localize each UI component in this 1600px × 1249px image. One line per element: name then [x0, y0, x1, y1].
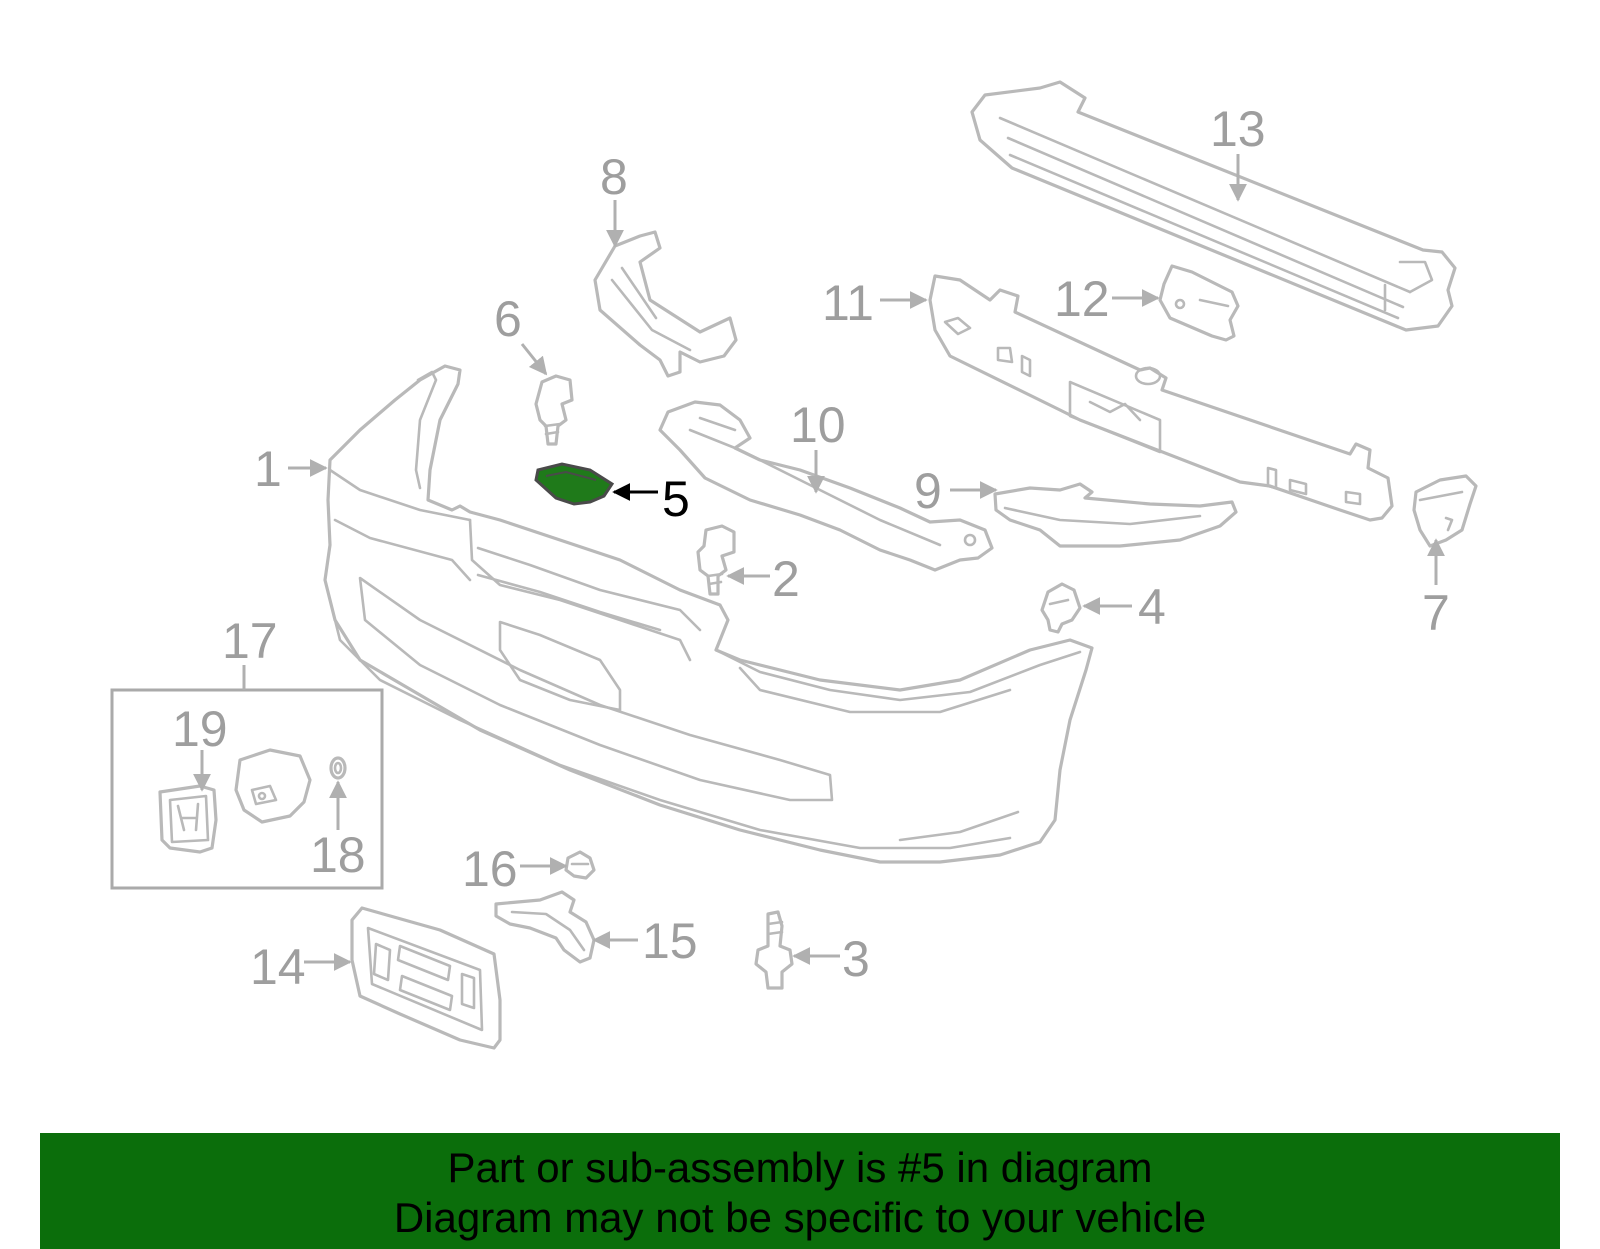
part-8-bracket[interactable]: [593, 230, 738, 378]
part-17-emblem-group[interactable]: [110, 665, 384, 890]
callout-4: 4: [1138, 579, 1166, 635]
part-2-bolt[interactable]: [696, 524, 736, 596]
callout-11: 11: [822, 275, 874, 331]
callout-8: 8: [600, 149, 628, 205]
leader-6: [520, 343, 548, 376]
callout-9: 9: [914, 463, 942, 519]
callout-labels: 1 2 3 4 5 6 7 8 9 10 11 12 13 14 15 16 1…: [172, 101, 1450, 995]
banner-line-1: Part or sub-assembly is #5 in diagram: [447, 1144, 1153, 1191]
callout-14: 14: [250, 939, 306, 995]
part-5-highlighted[interactable]: [534, 462, 615, 506]
part-19-base[interactable]: [234, 748, 312, 824]
callout-19: 19: [172, 701, 228, 757]
part-18-washer[interactable]: [329, 756, 347, 780]
part-1-bumper-cover[interactable]: [323, 364, 1094, 864]
callout-17: 17: [222, 613, 278, 669]
leader-arrows: [193, 154, 1445, 971]
part-11-absorber[interactable]: [928, 274, 1394, 522]
banner-line-2: Diagram may not be specific to your vehi…: [393, 1194, 1207, 1241]
part-19-emblem[interactable]: [158, 784, 218, 854]
callout-6: 6: [494, 291, 522, 347]
part-3-bolt[interactable]: [754, 910, 794, 990]
info-banner: Part or sub-assembly is #5 in diagram Di…: [40, 1133, 1560, 1249]
callout-18: 18: [310, 827, 366, 883]
part-9-trim[interactable]: [993, 482, 1238, 548]
part-14-license-bracket[interactable]: [350, 906, 502, 1050]
part-10-spacer[interactable]: [658, 400, 994, 572]
part-7-bracket[interactable]: [1412, 474, 1478, 548]
callout-10: 10: [790, 397, 846, 453]
callout-13: 13: [1210, 101, 1266, 157]
callout-2: 2: [772, 551, 800, 607]
part-12-bracket[interactable]: [1158, 264, 1240, 342]
callout-5: 5: [662, 471, 690, 527]
part-15-bracket[interactable]: [494, 890, 596, 964]
part-6-bolt[interactable]: [534, 374, 574, 446]
part-13-reinforcement[interactable]: [970, 80, 1457, 332]
callout-12: 12: [1054, 271, 1110, 327]
callout-1: 1: [254, 441, 282, 497]
callout-16: 16: [462, 841, 518, 897]
parts-diagram: 1 2 3 4 5 6 7 8 9 10 11 12 13 14 15 16 1…: [110, 80, 1478, 1050]
part-4-clip[interactable]: [1040, 582, 1082, 634]
callout-15: 15: [642, 913, 698, 969]
callout-3: 3: [842, 931, 870, 987]
callout-7: 7: [1422, 585, 1450, 641]
part-16-clip[interactable]: [564, 850, 596, 880]
